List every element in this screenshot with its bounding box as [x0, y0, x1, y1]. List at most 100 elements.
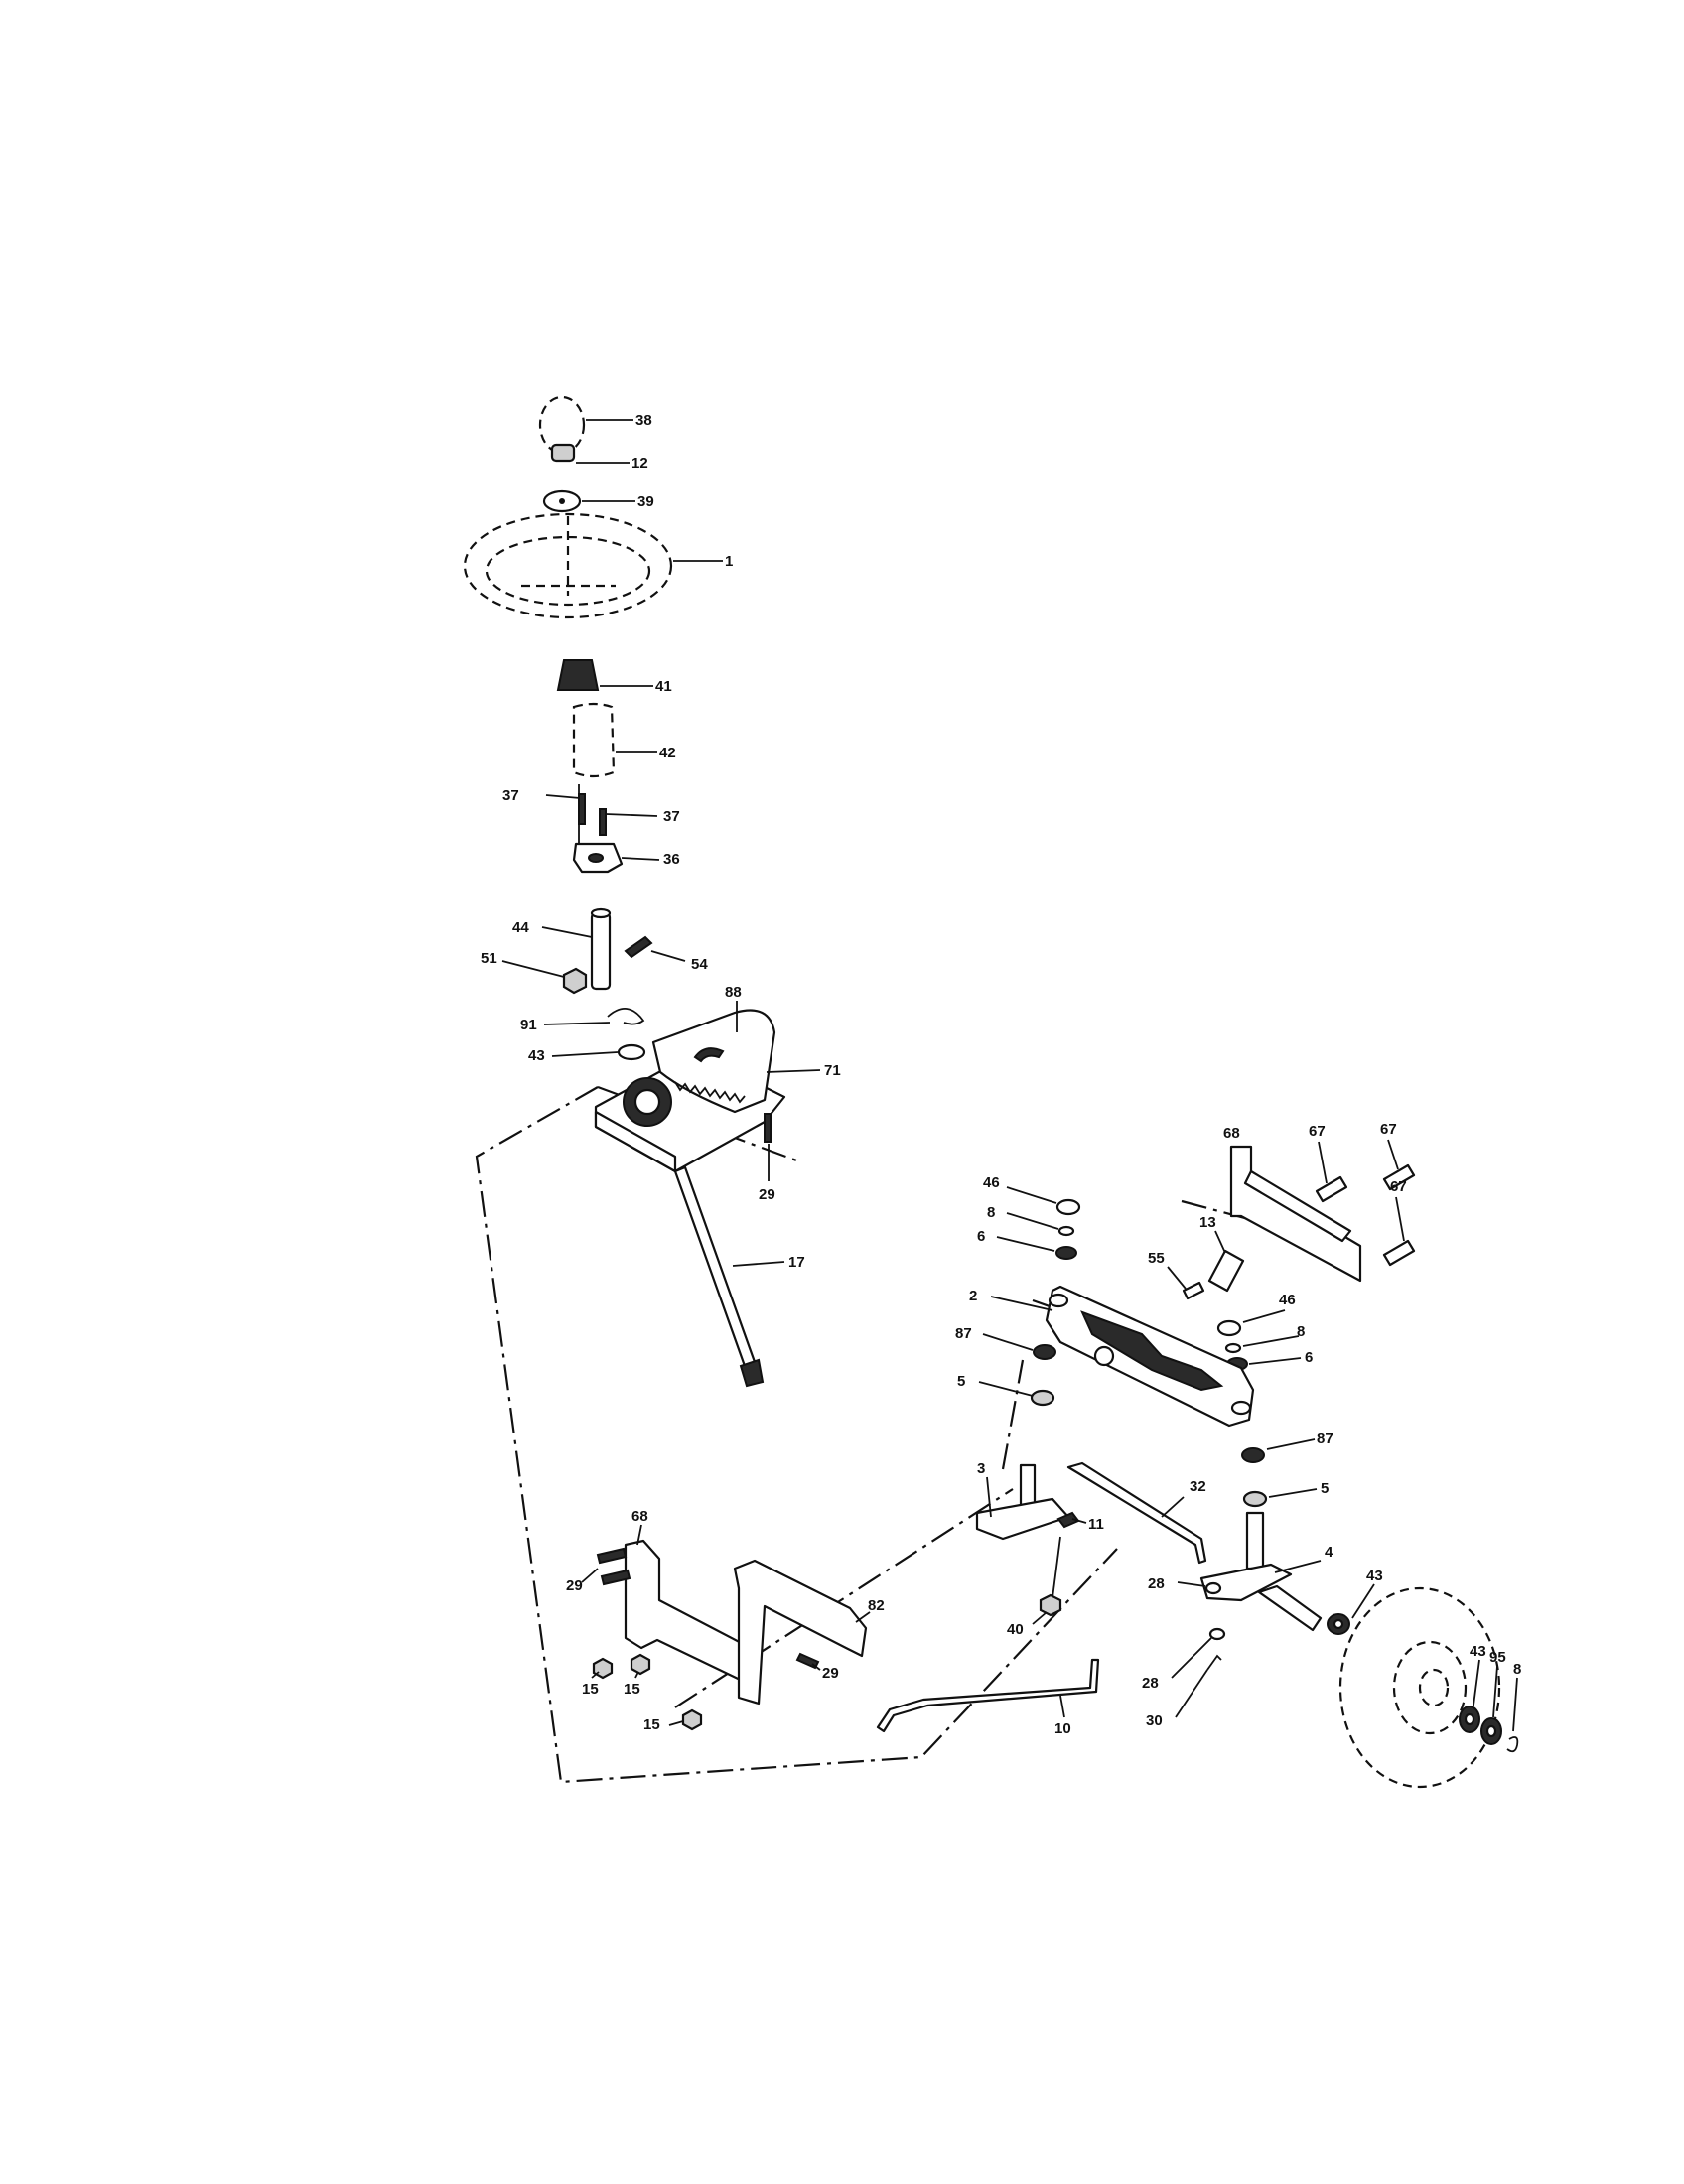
front-axle-cutout [1080, 1310, 1224, 1392]
spindle-axis-left [1052, 1536, 1061, 1599]
axle-cap-left [1055, 1198, 1081, 1216]
leader-15b [634, 1671, 639, 1679]
callout-87-right: 87 [1317, 1431, 1333, 1447]
column-bushing-hole [588, 853, 604, 863]
callout-38-steering-cap: 38 [635, 412, 652, 429]
callout-28-lower: 28 [1142, 1675, 1159, 1692]
leader-43b [1351, 1583, 1375, 1619]
leader-71 [766, 1069, 821, 1073]
callout-67b: 67 [1380, 1121, 1397, 1138]
wheel-washer-outer-hole [1464, 1712, 1475, 1726]
callout-43-upper: 43 [528, 1047, 545, 1064]
pivot-pin [1182, 1281, 1205, 1300]
axle-bolt-1 [1315, 1175, 1348, 1203]
callout-32: 32 [1190, 1478, 1206, 1495]
drag-link-end [739, 1358, 765, 1388]
callout-46-right: 46 [1279, 1292, 1296, 1308]
bracket-bolt-1 [596, 1547, 628, 1565]
callout-82: 82 [868, 1597, 885, 1614]
leader-51 [501, 960, 565, 978]
leader-32 [1161, 1496, 1185, 1518]
callout-67c: 67 [1390, 1178, 1407, 1195]
leader-43c [1473, 1659, 1480, 1706]
callout-54: 54 [691, 956, 708, 973]
callout-91: 91 [520, 1017, 537, 1033]
clip-right [1224, 1342, 1242, 1354]
leader-68b [636, 1524, 642, 1546]
steering-cap [538, 395, 586, 455]
drag-link-shaft [673, 1165, 757, 1368]
steering-wheel [463, 512, 673, 619]
cotter-pin [607, 1008, 645, 1025]
callout-10: 10 [1054, 1720, 1071, 1737]
steering-arm-right [1199, 1563, 1293, 1602]
front-wheel [1338, 1586, 1501, 1789]
leader-11 [1071, 1518, 1087, 1524]
steering-wheel-spoke [521, 516, 616, 596]
gear-bolt [764, 1113, 772, 1143]
clip-left [1057, 1225, 1075, 1237]
leader-87a [982, 1333, 1034, 1351]
callout-5-right: 5 [1321, 1480, 1329, 1497]
callout-37-left: 37 [502, 787, 519, 804]
steering-shaft-top [590, 907, 612, 919]
washer-hole [559, 498, 565, 504]
callout-30: 30 [1146, 1712, 1163, 1729]
callout-17: 17 [788, 1254, 805, 1271]
callout-41: 41 [655, 678, 672, 695]
leader-40 [1032, 1611, 1048, 1625]
callout-labels: 38 12 39 1 41 42 37 37 36 44 51 54 91 88… [481, 412, 1521, 1737]
callout-29-support: 29 [822, 1665, 839, 1682]
bushing-right [1241, 1447, 1265, 1463]
bracket-nut-2 [630, 1653, 651, 1676]
leader-82 [855, 1611, 871, 1623]
steering-arm-left [975, 1497, 1070, 1541]
leader-36 [621, 857, 660, 861]
leader-67a [1318, 1141, 1328, 1184]
leader-17 [732, 1261, 785, 1267]
cotter-pin-lower [1206, 1654, 1222, 1671]
callout-29-upper: 29 [759, 1186, 775, 1203]
washer-left [1055, 1246, 1077, 1260]
callout-6-right: 6 [1305, 1349, 1313, 1366]
callout-8-left: 8 [987, 1204, 995, 1221]
callout-43-wheel-outer: 43 [1470, 1643, 1486, 1660]
front-wheel-hub-inner [1418, 1668, 1450, 1707]
pinion-bearing-inner [633, 1088, 661, 1116]
axle-bolt-2 [1382, 1163, 1416, 1191]
callout-5-left: 5 [957, 1373, 965, 1390]
callout-39: 39 [637, 493, 654, 510]
bracket-nut-3 [681, 1708, 703, 1731]
callout-42: 42 [659, 745, 676, 761]
callout-88: 88 [725, 984, 742, 1001]
leader-5b [1268, 1488, 1318, 1498]
axle-pivot-hole [1093, 1345, 1115, 1367]
wheel-washer-inner-hole [1333, 1618, 1344, 1630]
leader-28a [1177, 1581, 1206, 1587]
bearing-right [1242, 1490, 1268, 1508]
front-axle-group [975, 1139, 1519, 1789]
callout-15c: 15 [643, 1716, 660, 1733]
callout-46-left: 46 [983, 1174, 1000, 1191]
callout-2: 2 [969, 1288, 977, 1304]
screw-left [578, 793, 586, 825]
callout-11: 11 [1088, 1516, 1104, 1533]
leader-37-right [605, 813, 658, 817]
callout-68-lower: 68 [632, 1508, 648, 1525]
callout-37-right: 37 [663, 808, 680, 825]
callout-67a: 67 [1309, 1123, 1326, 1140]
leader-28b [1171, 1637, 1212, 1679]
callout-71: 71 [824, 1062, 841, 1079]
leader-8c [1512, 1677, 1518, 1732]
leader-3 [986, 1476, 992, 1518]
spindle-axle-right [1257, 1584, 1323, 1632]
callout-44: 44 [512, 919, 529, 936]
lower-bracket-group [581, 1524, 1100, 1733]
shaft-nut [562, 967, 588, 995]
bracket-bolt-2 [600, 1569, 632, 1586]
wheel-spacer-hole [1485, 1724, 1497, 1738]
leader-4 [1274, 1560, 1322, 1573]
shaft-bolt [624, 935, 653, 959]
leader-46a [1006, 1186, 1057, 1204]
leader-87b [1266, 1438, 1316, 1450]
